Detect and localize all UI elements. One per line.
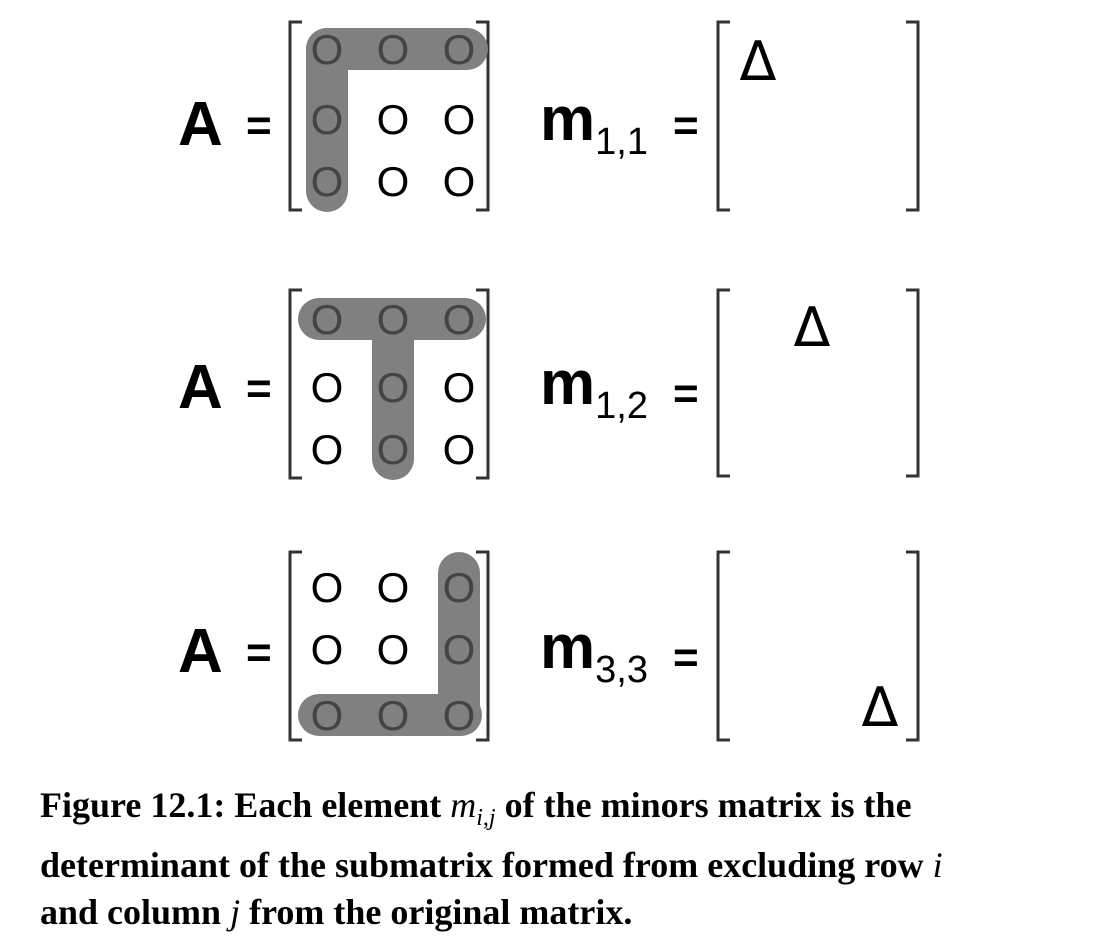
- equals-sign-1: =: [246, 101, 272, 150]
- matrix-element: O: [377, 364, 410, 411]
- excluded-row-highlight-3: [298, 694, 482, 736]
- diagram-row-2: A = O O O O O O O O O m1,2 = Δ: [178, 288, 920, 480]
- matrix-element: O: [311, 26, 344, 73]
- caption-math-mij: mi,j: [450, 785, 495, 831]
- caption-math-j: j: [230, 892, 241, 933]
- minor-symbol: m: [540, 349, 595, 418]
- left-bracket-a-2: [288, 288, 302, 480]
- delta-symbol-2: Δ: [794, 296, 831, 359]
- minor-symbol: m: [540, 85, 595, 154]
- equals-sign-3: =: [246, 628, 272, 677]
- matrix-elements-2: O O O O O O O O O: [311, 296, 476, 473]
- matrix-element: O: [377, 296, 410, 343]
- matrix-element: O: [443, 692, 476, 739]
- matrix-elements-1: O O O O O O O O O: [311, 26, 476, 205]
- figure-caption: Figure 12.1: Each element mi,j of the mi…: [40, 782, 1080, 936]
- diagram-row-1: A = O O O O O O O O O m1,1 = Δ: [178, 20, 920, 212]
- right-bracket-m-2: [906, 288, 920, 478]
- minor-subscript: 1,1: [595, 121, 648, 163]
- excluded-col-highlight-2: [372, 298, 414, 480]
- matrix-element: O: [443, 426, 476, 473]
- matrix-element: O: [377, 564, 410, 611]
- excluded-col-highlight-1: [306, 28, 348, 212]
- matrix-element: O: [443, 564, 476, 611]
- matrix-label-a-3: A: [178, 617, 223, 686]
- matrix-element: O: [377, 96, 410, 143]
- right-bracket-a-3: [476, 550, 490, 742]
- left-bracket-a-3: [288, 550, 302, 742]
- caption-text: determinant of the submatrix formed from…: [40, 845, 933, 886]
- equals-sign-m-3: =: [673, 633, 699, 682]
- left-bracket-m-2: [716, 288, 730, 478]
- right-bracket-m-3: [906, 550, 920, 742]
- matrix-element: O: [311, 364, 344, 411]
- caption-text: Figure 12.1: Each element: [40, 785, 451, 825]
- caption-math-sub: i,j: [476, 805, 496, 832]
- right-bracket-a-1: [476, 20, 490, 212]
- caption-text: of the minors matrix is the: [495, 785, 912, 825]
- minor-subscript: 3,3: [595, 649, 648, 691]
- minor-subscript: 1,2: [595, 385, 648, 427]
- matrix-element: O: [311, 296, 344, 343]
- matrix-element: O: [311, 564, 344, 611]
- minor-label-3: m3,3: [540, 613, 648, 691]
- delta-symbol-1: Δ: [740, 30, 777, 93]
- matrix-label-a-2: A: [178, 353, 223, 422]
- matrix-element: O: [443, 158, 476, 205]
- matrix-element: O: [443, 96, 476, 143]
- excluded-col-highlight-3: [438, 552, 480, 736]
- delta-symbol-3: Δ: [862, 676, 899, 739]
- minors-diagram: A = O O O O O O O O O m1,1 = Δ A =: [178, 20, 920, 742]
- matrix-element: O: [311, 426, 344, 473]
- left-bracket-m-3: [716, 550, 730, 742]
- caption-math-i: i: [932, 845, 943, 886]
- left-bracket-a-1: [288, 20, 302, 212]
- equals-sign-m-2: =: [673, 369, 699, 418]
- caption-line-1: Figure 12.1: Each element mi,j of the mi…: [40, 782, 1080, 842]
- matrix-label-a-1: A: [178, 90, 223, 159]
- caption-line-3: and column j from the original matrix.: [40, 889, 1080, 936]
- right-bracket-m-1: [906, 20, 920, 212]
- matrix-element: O: [443, 296, 476, 343]
- matrix-element: O: [311, 692, 344, 739]
- matrix-element: O: [311, 626, 344, 673]
- minor-label-2: m1,2: [540, 349, 648, 427]
- matrix-element: O: [377, 426, 410, 473]
- matrix-element: O: [377, 626, 410, 673]
- excluded-row-highlight-1: [306, 28, 488, 70]
- caption-text: and column: [40, 892, 231, 933]
- matrix-element: O: [311, 158, 344, 205]
- equals-sign-2: =: [246, 364, 272, 413]
- minor-symbol: m: [540, 613, 595, 682]
- caption-text: from the original matrix.: [240, 892, 633, 933]
- minor-label-1: m1,1: [540, 85, 648, 163]
- matrix-element: O: [377, 692, 410, 739]
- matrix-element: O: [377, 158, 410, 205]
- caption-line-2: determinant of the submatrix formed from…: [40, 842, 1080, 889]
- matrix-element: O: [443, 364, 476, 411]
- diagram-row-3: A = O O O O O O O O O m3,3 = Δ: [178, 550, 920, 742]
- left-bracket-m-1: [716, 20, 730, 212]
- caption-math-m: m: [450, 785, 477, 825]
- matrix-element: O: [377, 26, 410, 73]
- matrix-elements-3: O O O O O O O O O: [311, 564, 476, 739]
- right-bracket-a-2: [476, 288, 490, 480]
- equals-sign-m-1: =: [673, 101, 699, 150]
- matrix-element: O: [443, 626, 476, 673]
- matrix-element: O: [443, 26, 476, 73]
- matrix-element: O: [311, 96, 344, 143]
